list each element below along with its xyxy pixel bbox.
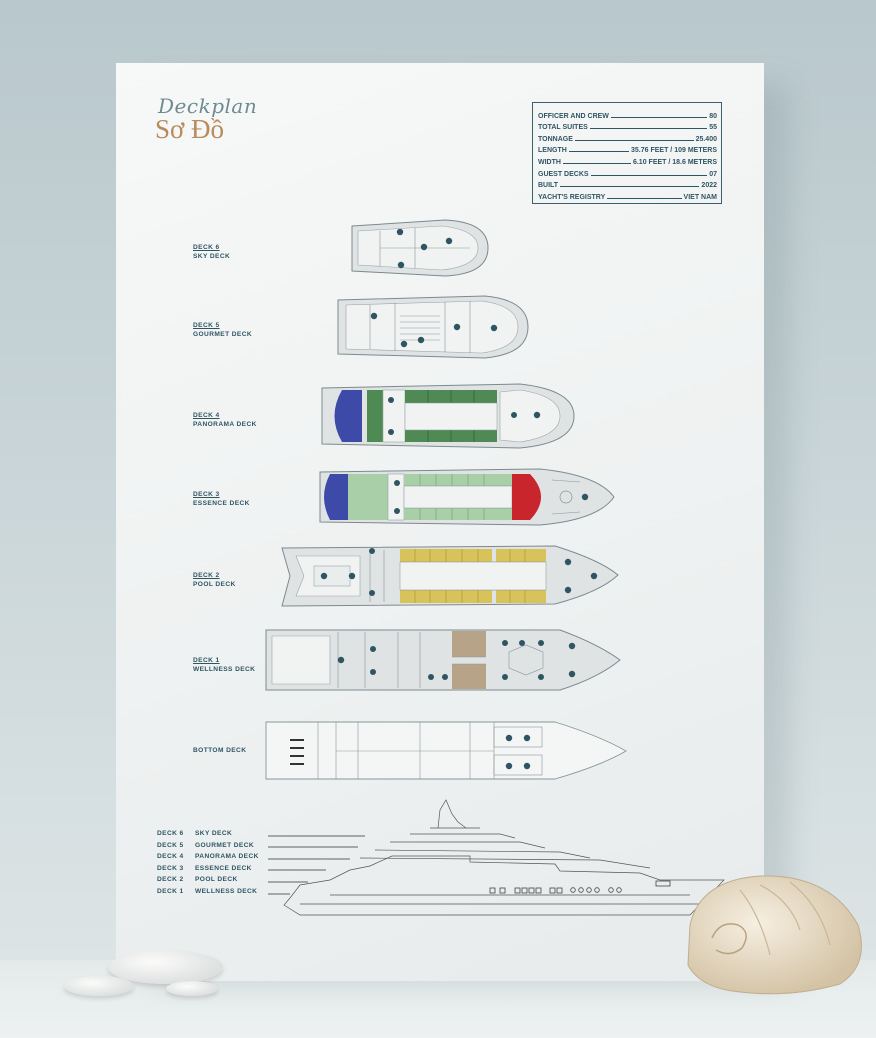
wellness-deck-plan — [265, 629, 621, 691]
logo-script-text: Deckplan — [158, 94, 258, 118]
stone-small-right — [166, 981, 218, 996]
bottom-deck-label: BOTTOM DECK — [193, 747, 247, 754]
panorama-deck-plan — [321, 383, 575, 449]
stone-large — [108, 950, 223, 984]
logo-main-text: Sơ Đồ — [155, 114, 225, 144]
stone-small-left — [64, 976, 134, 996]
sky-deck-plan — [351, 219, 489, 277]
deckplan-logo: Deckplan Sơ Đồ — [155, 94, 258, 144]
legend-pointers — [268, 835, 365, 895]
essence-deck-plan — [319, 468, 615, 526]
gourmet-deck-plan — [337, 295, 529, 359]
bottom-deck-plan — [265, 721, 627, 780]
pool-deck-plan — [281, 545, 619, 607]
